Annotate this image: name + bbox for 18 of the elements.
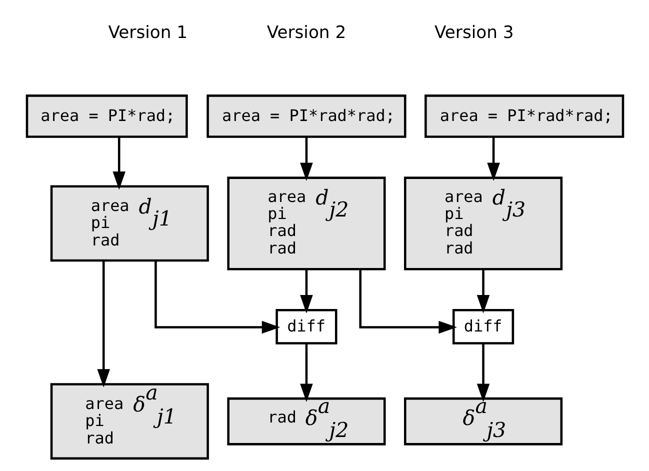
label: Version 2 <box>266 22 346 43</box>
arrow <box>300 268 312 313</box>
arrow <box>96 260 110 387</box>
arrow <box>358 268 456 334</box>
node-box: area = PI*rad*rad; <box>206 94 406 138</box>
node-box: area = PI*rad*rad; <box>424 94 624 138</box>
arrow <box>300 343 312 402</box>
node-box: diff <box>275 308 337 344</box>
arrow <box>476 343 490 402</box>
label: Version 3 <box>434 22 514 43</box>
node-box: diff <box>452 308 514 344</box>
arrow <box>486 136 500 180</box>
node-box: area = PI*rad; <box>25 94 188 138</box>
label: Version 1 <box>108 22 188 43</box>
arrow <box>300 136 312 180</box>
arrow <box>154 260 280 334</box>
arrow <box>476 268 490 313</box>
arrow <box>112 136 125 190</box>
